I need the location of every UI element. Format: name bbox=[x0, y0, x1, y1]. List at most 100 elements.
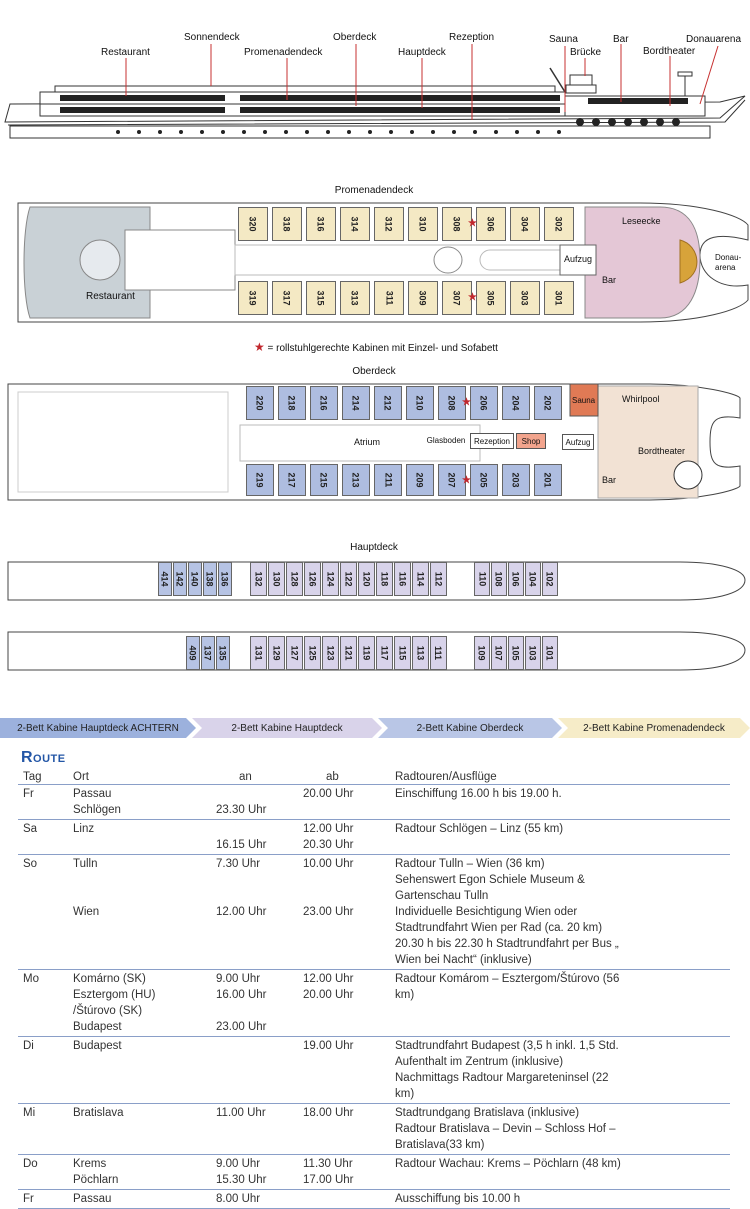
route-cell-line: Pöchlarn bbox=[73, 1174, 119, 1186]
wheelchair-star-icon: ★ bbox=[462, 397, 471, 408]
route-cell-line: Radtour Bratislava – Devin – Schloss Hof… bbox=[395, 1123, 616, 1135]
route-cell-line: Mi bbox=[23, 1107, 36, 1119]
promenadendeck-title: Promenadendeck bbox=[334, 185, 414, 196]
cabin-number: 207 bbox=[447, 472, 457, 488]
route-cell-tag: Fr bbox=[18, 1189, 68, 1209]
cabin-122: 122 bbox=[340, 562, 357, 596]
route-cell-line: Radtour Tulln – Wien (36 km) bbox=[395, 858, 545, 870]
shop-label: Shop bbox=[516, 433, 546, 449]
restaurant-label: Restaurant bbox=[86, 291, 135, 302]
route-cell-line: /Štúrovo (SK) bbox=[73, 1005, 143, 1017]
cabin-number: 210 bbox=[415, 395, 425, 411]
cabin-203: 203 bbox=[502, 464, 530, 496]
cabin-116: 116 bbox=[394, 562, 411, 596]
route-cell-touren: Radtour Tulln – Wien (36 km)Sehenswert E… bbox=[390, 854, 730, 970]
cabin-140: 140 bbox=[188, 562, 202, 596]
route-cell-an: 16.15 Uhr bbox=[211, 819, 298, 855]
label-sauna: Sauna bbox=[549, 34, 578, 45]
cabin-number: 116 bbox=[397, 571, 408, 587]
route-cell-line: Stadtrundfahrt Budapest (3,5 h inkl. 1,5… bbox=[395, 1040, 619, 1052]
route-cell-line bbox=[216, 872, 298, 888]
cabin-304: 304 bbox=[510, 207, 540, 241]
route-cell-line: 12.00 Uhr bbox=[303, 823, 354, 835]
route-cell-line: Passau bbox=[73, 788, 112, 800]
cabin-310: 310 bbox=[408, 207, 438, 241]
route-cell-line bbox=[303, 1019, 390, 1035]
cabin-number: 209 bbox=[415, 472, 425, 488]
legend-label: 2-Bett Kabine Promenadendeck bbox=[583, 722, 725, 734]
route-cell-line: Bratislava bbox=[73, 1107, 124, 1119]
route-cell-line: Schlögen bbox=[73, 804, 121, 816]
route-cell-line: Sa bbox=[23, 823, 38, 835]
cabin-number: 126 bbox=[307, 571, 318, 587]
leseecke-label: Leseecke bbox=[622, 216, 661, 226]
header-ort: Ort bbox=[68, 770, 211, 785]
label-sonnendeck: Sonnendeck bbox=[184, 32, 240, 43]
cabin-number: 220 bbox=[255, 395, 265, 411]
cabin-109: 109 bbox=[474, 636, 490, 670]
cabin-number: 105 bbox=[511, 645, 521, 661]
route-cell-line: 10.00 Uhr bbox=[303, 858, 354, 870]
cabin-142: 142 bbox=[173, 562, 187, 596]
route-cell-line bbox=[303, 1121, 390, 1137]
route-cell-line bbox=[395, 1003, 730, 1019]
cabin-number: 201 bbox=[543, 472, 553, 488]
cabin-138: 138 bbox=[203, 562, 217, 596]
cabin-311: 311 bbox=[374, 281, 404, 315]
route-cell-line bbox=[23, 987, 68, 1003]
route-cell-line bbox=[303, 1086, 390, 1102]
cabin-130: 130 bbox=[268, 562, 285, 596]
route-cell-line bbox=[303, 1137, 390, 1153]
route-cell-line bbox=[216, 1137, 298, 1153]
route-cell-line: 23.00 Uhr bbox=[303, 906, 354, 918]
route-cell-line bbox=[23, 1121, 68, 1137]
route-cell-line: Tulln bbox=[73, 858, 98, 870]
legend-label: 2-Bett Kabine Oberdeck bbox=[416, 722, 524, 734]
route-cell-line: km) bbox=[395, 989, 415, 1001]
cabin-409: 409 bbox=[186, 636, 200, 670]
route-cell-line: Komárno (SK) bbox=[73, 973, 146, 985]
cabin-number: 213 bbox=[351, 472, 361, 488]
route-cell-line: 16.15 Uhr bbox=[216, 839, 267, 851]
cabin-414: 414 bbox=[158, 562, 172, 596]
route-cell-line: Budapest bbox=[73, 1040, 122, 1052]
route-cell-line bbox=[216, 1038, 298, 1054]
cabin-305: 305★ bbox=[468, 281, 506, 315]
route-cell-tag: Mo bbox=[18, 969, 68, 1037]
route-cell-line bbox=[23, 904, 68, 920]
cabin-219: 219 bbox=[246, 464, 274, 496]
route-cell-ab bbox=[298, 1189, 390, 1209]
route-cell-touren: Stadtrundfahrt Budapest (3,5 h inkl. 1,5… bbox=[390, 1036, 730, 1104]
cabin-number: 101 bbox=[545, 645, 555, 661]
cabin-104: 104 bbox=[525, 562, 541, 596]
route-cell-line: Mo bbox=[23, 973, 39, 985]
cabin-number: 112 bbox=[433, 571, 444, 587]
label-bruecke: Brücke bbox=[570, 47, 602, 58]
atrium-label: Atrium bbox=[354, 437, 381, 447]
cabin-number: 204 bbox=[511, 395, 521, 411]
cabin-number: 113 bbox=[415, 645, 426, 661]
label-rezeption: Rezeption bbox=[449, 32, 495, 43]
cabin-number: 127 bbox=[289, 645, 300, 661]
route-cell-line: Do bbox=[23, 1158, 38, 1170]
cabin-207: 207 bbox=[438, 464, 466, 496]
label-bar: Bar bbox=[613, 34, 629, 45]
route-cell-line bbox=[73, 888, 211, 904]
route-cell-line bbox=[23, 936, 68, 952]
route-cell-line: Budapest bbox=[73, 1021, 122, 1033]
cabin-number: 108 bbox=[494, 571, 504, 587]
cabin-208: 208 bbox=[438, 386, 466, 420]
cabin-number: 119 bbox=[361, 645, 372, 661]
label-restaurant: Restaurant bbox=[101, 47, 150, 58]
route-cell-line: Gartenschau Tulln bbox=[395, 890, 489, 902]
arena-label: arena bbox=[715, 263, 736, 272]
route-cell-touren: Stadtrundgang Bratislava (inklusive)Radt… bbox=[390, 1103, 730, 1155]
cabin-number: 306 bbox=[486, 216, 496, 232]
route-cell-line: 23.30 Uhr bbox=[216, 804, 267, 816]
route-cell-line bbox=[216, 952, 298, 968]
wheelchair-star-icon: ★ bbox=[468, 292, 477, 303]
